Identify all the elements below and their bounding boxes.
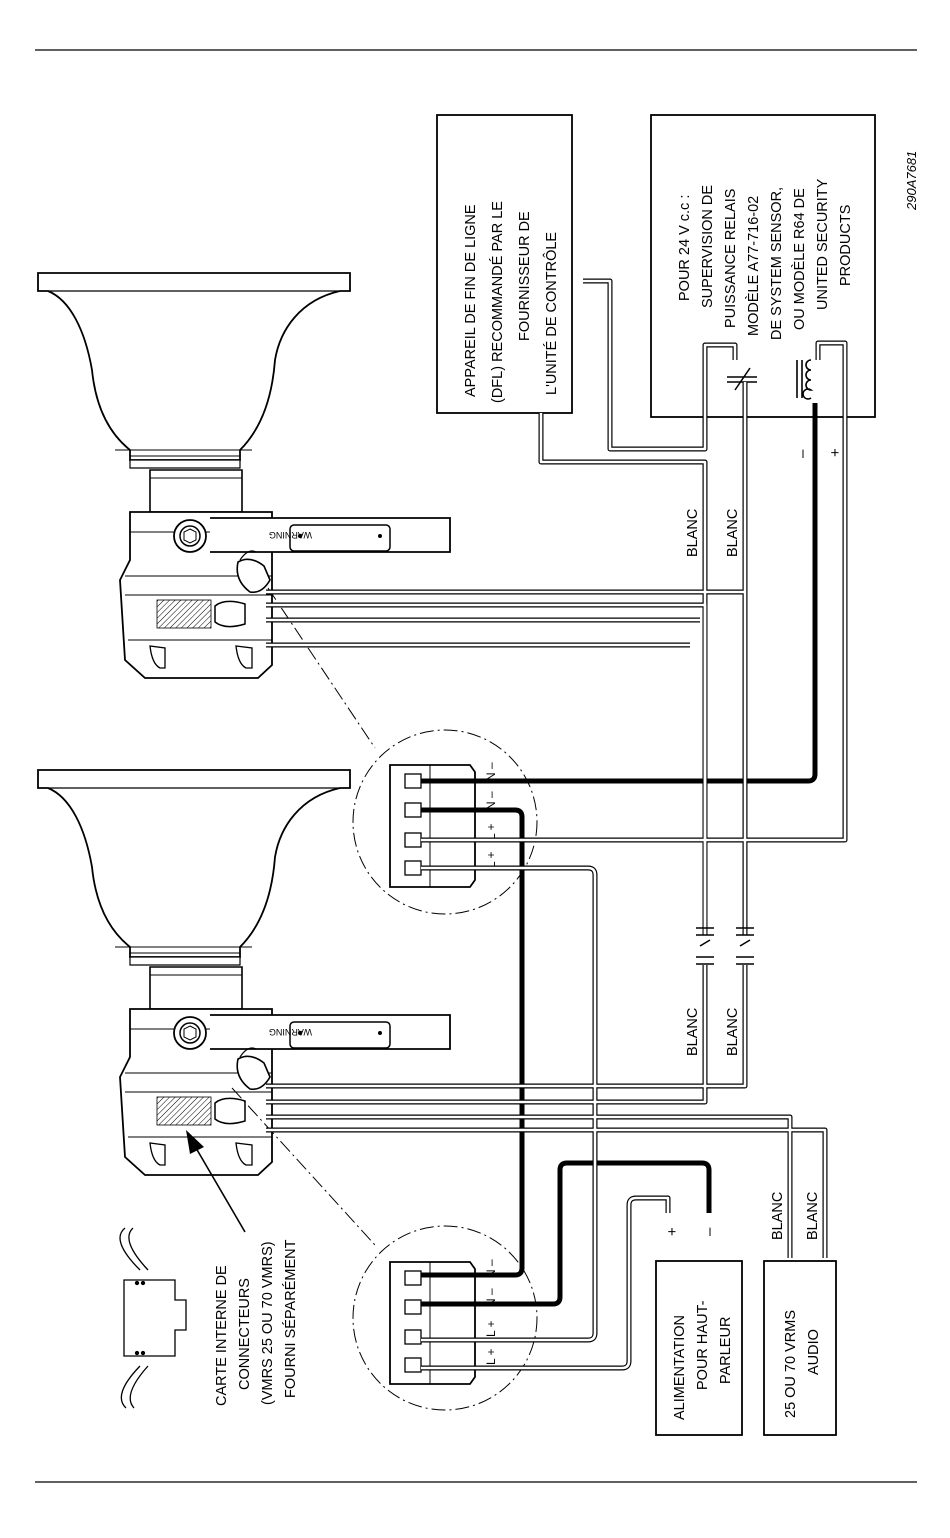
relay-line-4: MODÈLE A77-716-02 [745,196,762,336]
relay-line-7: UNITED SECURITY [815,178,831,310]
relay-line-2: SUPERVISION DE [700,185,716,308]
positive-wires [266,278,848,1371]
horn-strobe-upper: WARNING [37,272,451,679]
positive-wires-inner [266,279,847,1370]
card-line-3: (VMRS 25 OU 70 VMRS) [260,1241,276,1405]
relay-supervision-box [650,114,876,418]
eol-line-4: L'UNITÉ DE CONTRÔLE [543,232,560,395]
speaker-power-box [655,1260,743,1436]
relay-plus-mark: + [827,448,844,457]
connector-card-icon [119,1227,187,1409]
warning-label-upper: WARNING [269,530,312,540]
relay-contact-icon [727,367,757,391]
power-minus-mark: – [701,1227,718,1236]
eol-line-2: (DFL) RECOMMANDÉ PAR LE [489,201,506,403]
audio-line-1: 25 OU 70 VRMS [783,1310,799,1418]
wire-label-blanc-4: BLANC [725,1008,741,1056]
card-arrow-icon [186,1130,246,1233]
card-line-2: CONNECTEURS [237,1278,253,1390]
wire-break-symbols [696,927,754,965]
svg-text:L +: L + [484,1320,498,1337]
power-plus-mark: + [664,1227,681,1236]
wire-label-blanc-5: BLANC [770,1192,786,1240]
card-line-4: FOURNI SÉPARÉMENT [282,1239,299,1398]
relay-line-8: PRODUCTS [838,205,854,286]
relay-line-5: DE SYSTEM SENSOR, [769,187,785,340]
eol-line-1: APPAREIL DE FIN DE LIGNE [463,204,479,397]
terminal-labels-upper: N – N – L + L + [484,762,498,868]
detail-callouts [231,587,538,1411]
wire-label-blanc-1: BLANC [685,509,701,557]
audio-line-2: AUDIO [806,1329,822,1375]
audio-source-box [763,1260,837,1436]
power-line-1: ALIMENTATION [672,1315,688,1420]
svg-text:N –: N – [484,791,498,810]
relay-line-6: OU MODÈLE R64 DE [791,188,808,330]
eol-device-box [436,114,573,414]
svg-text:L +: L + [484,1348,498,1365]
wire-label-blanc-6: BLANC [805,1192,821,1240]
wire-label-blanc-3: BLANC [685,1008,701,1056]
eol-line-3: FOURNISSEUR DE [517,211,533,341]
card-line-1: CARTE INTERNE DE [214,1265,230,1406]
power-line-2: POUR HAUT- [695,1300,711,1390]
power-line-3: PARLEUR [718,1317,734,1384]
negative-wires [421,403,818,1307]
relay-coil-icon [796,359,814,400]
relay-minus-mark: – [794,449,811,458]
horn-strobe-lower: WARNING [37,769,451,1176]
svg-text:L +: L + [484,823,498,840]
svg-text:L +: L + [484,851,498,868]
reference-code: 290A7681 [904,151,919,211]
warning-label-lower: WARNING [269,1027,312,1037]
relay-line-3: PUISSANCE RELAIS [723,189,739,328]
svg-text:N –: N – [484,762,498,781]
relay-line-1: POUR 24 V c.c : [677,195,693,301]
wire-label-blanc-2: BLANC [725,509,741,557]
